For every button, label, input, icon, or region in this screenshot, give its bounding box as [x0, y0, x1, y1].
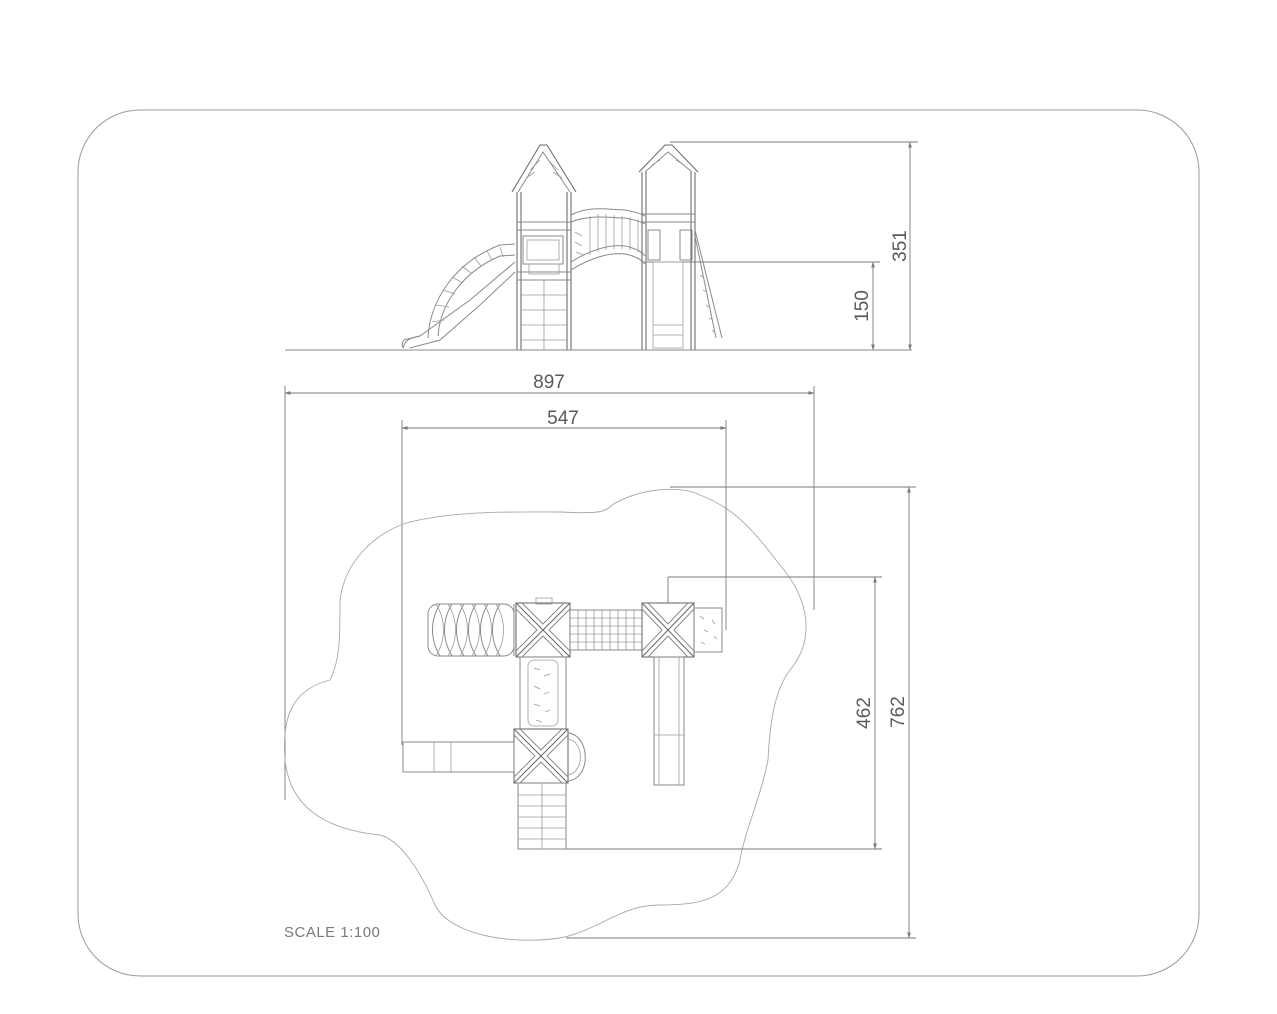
- bridge: [570, 208, 646, 271]
- dimension-height-total: 351: [670, 141, 918, 351]
- dimension-150-label: 150: [852, 290, 873, 322]
- plan-view: 897 547: [284, 372, 916, 941]
- dimension-547-label: 547: [547, 408, 579, 429]
- scale-label: SCALE 1:100: [284, 924, 380, 941]
- net-bridge: [569, 609, 643, 651]
- spiral-slide: [401, 243, 516, 349]
- dimension-depth-total: 762: [566, 486, 916, 939]
- right-tower: [638, 144, 723, 350]
- straight-slide: [653, 656, 685, 786]
- dimension-462-label: 462: [854, 697, 875, 729]
- side-step-platform: [402, 741, 515, 773]
- dimension-platform-height: 150: [690, 261, 880, 351]
- platform-bottom-left: [513, 728, 586, 784]
- left-tower: [511, 144, 577, 350]
- dimension-width-total: 897: [284, 372, 815, 800]
- dimension-351-label: 351: [890, 230, 911, 262]
- dimension-depth-structure: 462: [566, 576, 882, 850]
- platform-top-left: [515, 597, 571, 658]
- ladder: [517, 782, 567, 850]
- tunnel-rings: [427, 603, 515, 657]
- dimension-762-label: 762: [888, 696, 909, 728]
- dimension-width-structure: 547: [401, 408, 727, 745]
- elevation-view: 351 150: [285, 141, 918, 351]
- safety-zone-outline: [284, 488, 807, 941]
- climbing-ramp: [519, 656, 567, 730]
- dimension-897-label: 897: [533, 372, 565, 393]
- drawing-frame: [77, 109, 1200, 977]
- platform-top-right: [641, 602, 723, 658]
